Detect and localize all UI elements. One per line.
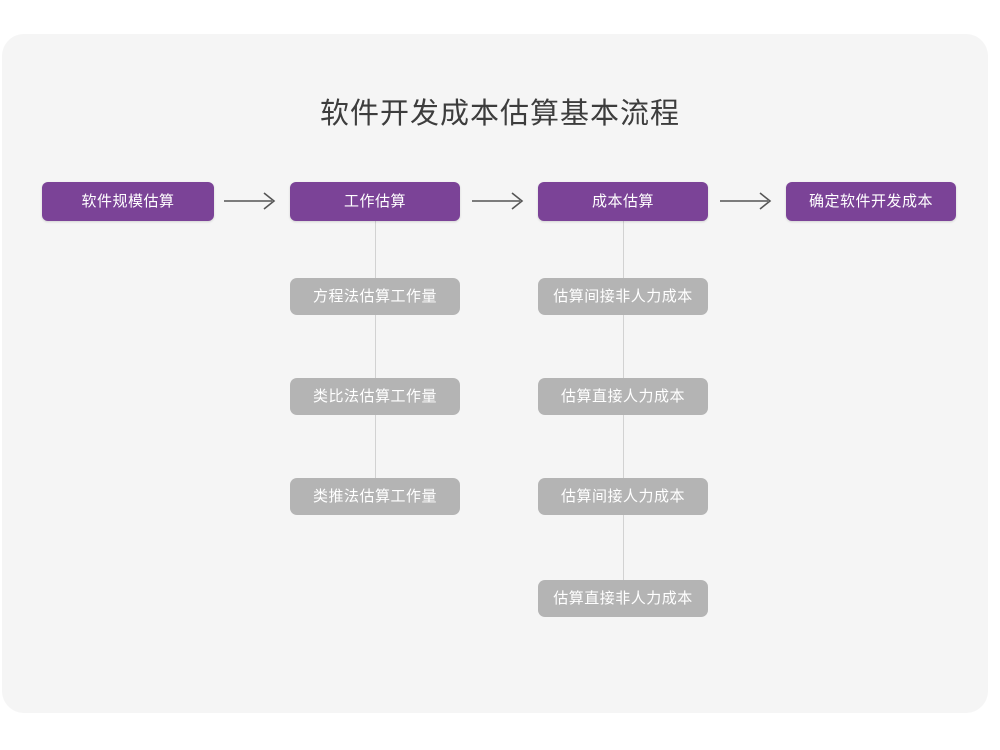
node-cost-estimation[interactable]: 成本估算: [538, 182, 708, 221]
arrow-step2-to-step3: [472, 192, 524, 210]
node-software-scale-estimation[interactable]: 软件规模估算: [42, 182, 214, 221]
arrow-step1-to-step2: [224, 192, 276, 210]
figure-panel-background: [2, 34, 988, 713]
node-analogy-method-workload[interactable]: 类比法估算工作量: [290, 378, 460, 415]
node-determine-development-cost[interactable]: 确定软件开发成本: [786, 182, 956, 221]
node-inference-method-workload[interactable]: 类推法估算工作量: [290, 478, 460, 515]
node-direct-nonlabor-cost[interactable]: 估算直接非人力成本: [538, 580, 708, 617]
page-title: 软件开发成本估算基本流程: [319, 98, 680, 130]
node-indirect-labor-cost[interactable]: 估算间接人力成本: [538, 478, 708, 515]
node-work-estimation[interactable]: 工作估算: [290, 182, 460, 221]
node-direct-labor-cost[interactable]: 估算直接人力成本: [538, 378, 708, 415]
arrow-step3-to-step4: [720, 192, 772, 210]
node-indirect-nonlabor-cost[interactable]: 估算间接非人力成本: [538, 278, 708, 315]
connector-line-work-estimation: [375, 221, 376, 478]
node-equation-method-workload[interactable]: 方程法估算工作量: [290, 278, 460, 315]
